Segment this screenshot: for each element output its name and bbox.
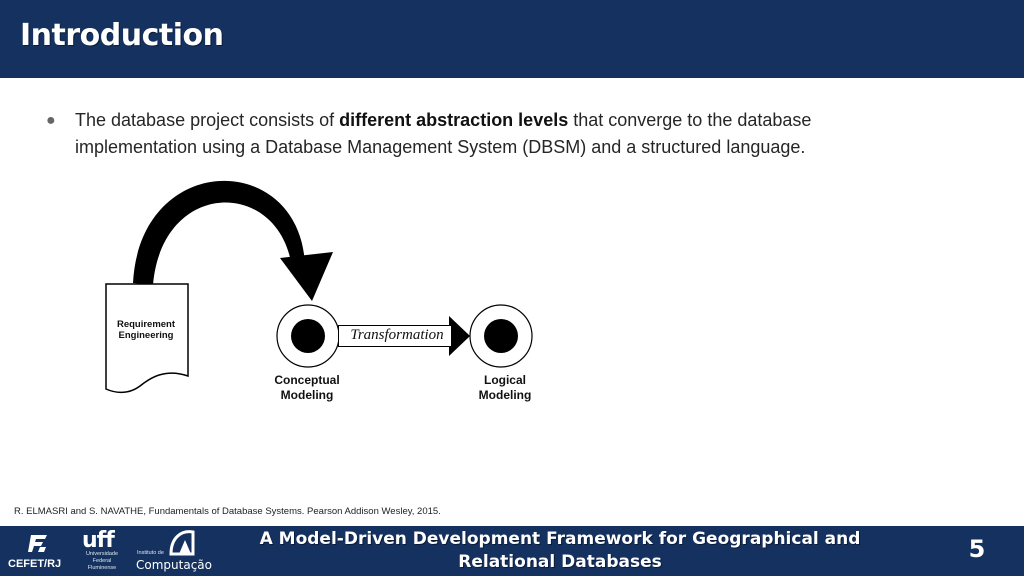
transformation-arrow-head (449, 316, 470, 356)
requirement-engineering-label: Requirement Engineering (116, 319, 176, 341)
uff-logo-subtitle: Universidade Federal Fluminense (85, 551, 119, 571)
presentation-title: A Model-Driven Development Framework for… (259, 529, 861, 572)
slide-title: Introduction (20, 18, 224, 53)
logical-node-dot (484, 319, 518, 353)
conceptual-modeling-label: Conceptual Modeling (274, 373, 340, 402)
bullet-text: The database project consists of differe… (75, 107, 875, 161)
requirement-document-shape (105, 283, 189, 394)
curved-arrow (133, 180, 305, 285)
ic-logo-text: Computação (136, 558, 212, 572)
ic-logo-small-text: Instituto de (137, 550, 164, 556)
bullet-text-end: that converge to the database implementa… (75, 110, 812, 157)
transformation-label: Transformation (350, 327, 444, 343)
header-bar: Introduction (0, 0, 1024, 78)
page-number: 5 (968, 535, 986, 563)
curved-arrow-head (280, 252, 333, 301)
bullet-icon: ● (46, 112, 56, 129)
ic-logo-icon (169, 530, 195, 556)
uff-logo: uff (82, 528, 115, 553)
bullet-text-bold: different abstraction levels (339, 110, 569, 130)
logical-modeling-label: Logical Modeling (478, 373, 532, 402)
transformation-label-bg (339, 326, 451, 346)
footer-bar: CEFET/RJ uff Universidade Federal Flumin… (0, 526, 1024, 576)
cefet-logo-icon (28, 535, 47, 552)
bullet-text-start: The database project consists of (75, 110, 340, 130)
cefet-logo-text: CEFET/RJ (8, 558, 62, 570)
reference-citation: R. ELMASRI and S. NAVATHE, Fundamentals … (14, 506, 441, 517)
conceptual-node-dot (291, 319, 325, 353)
